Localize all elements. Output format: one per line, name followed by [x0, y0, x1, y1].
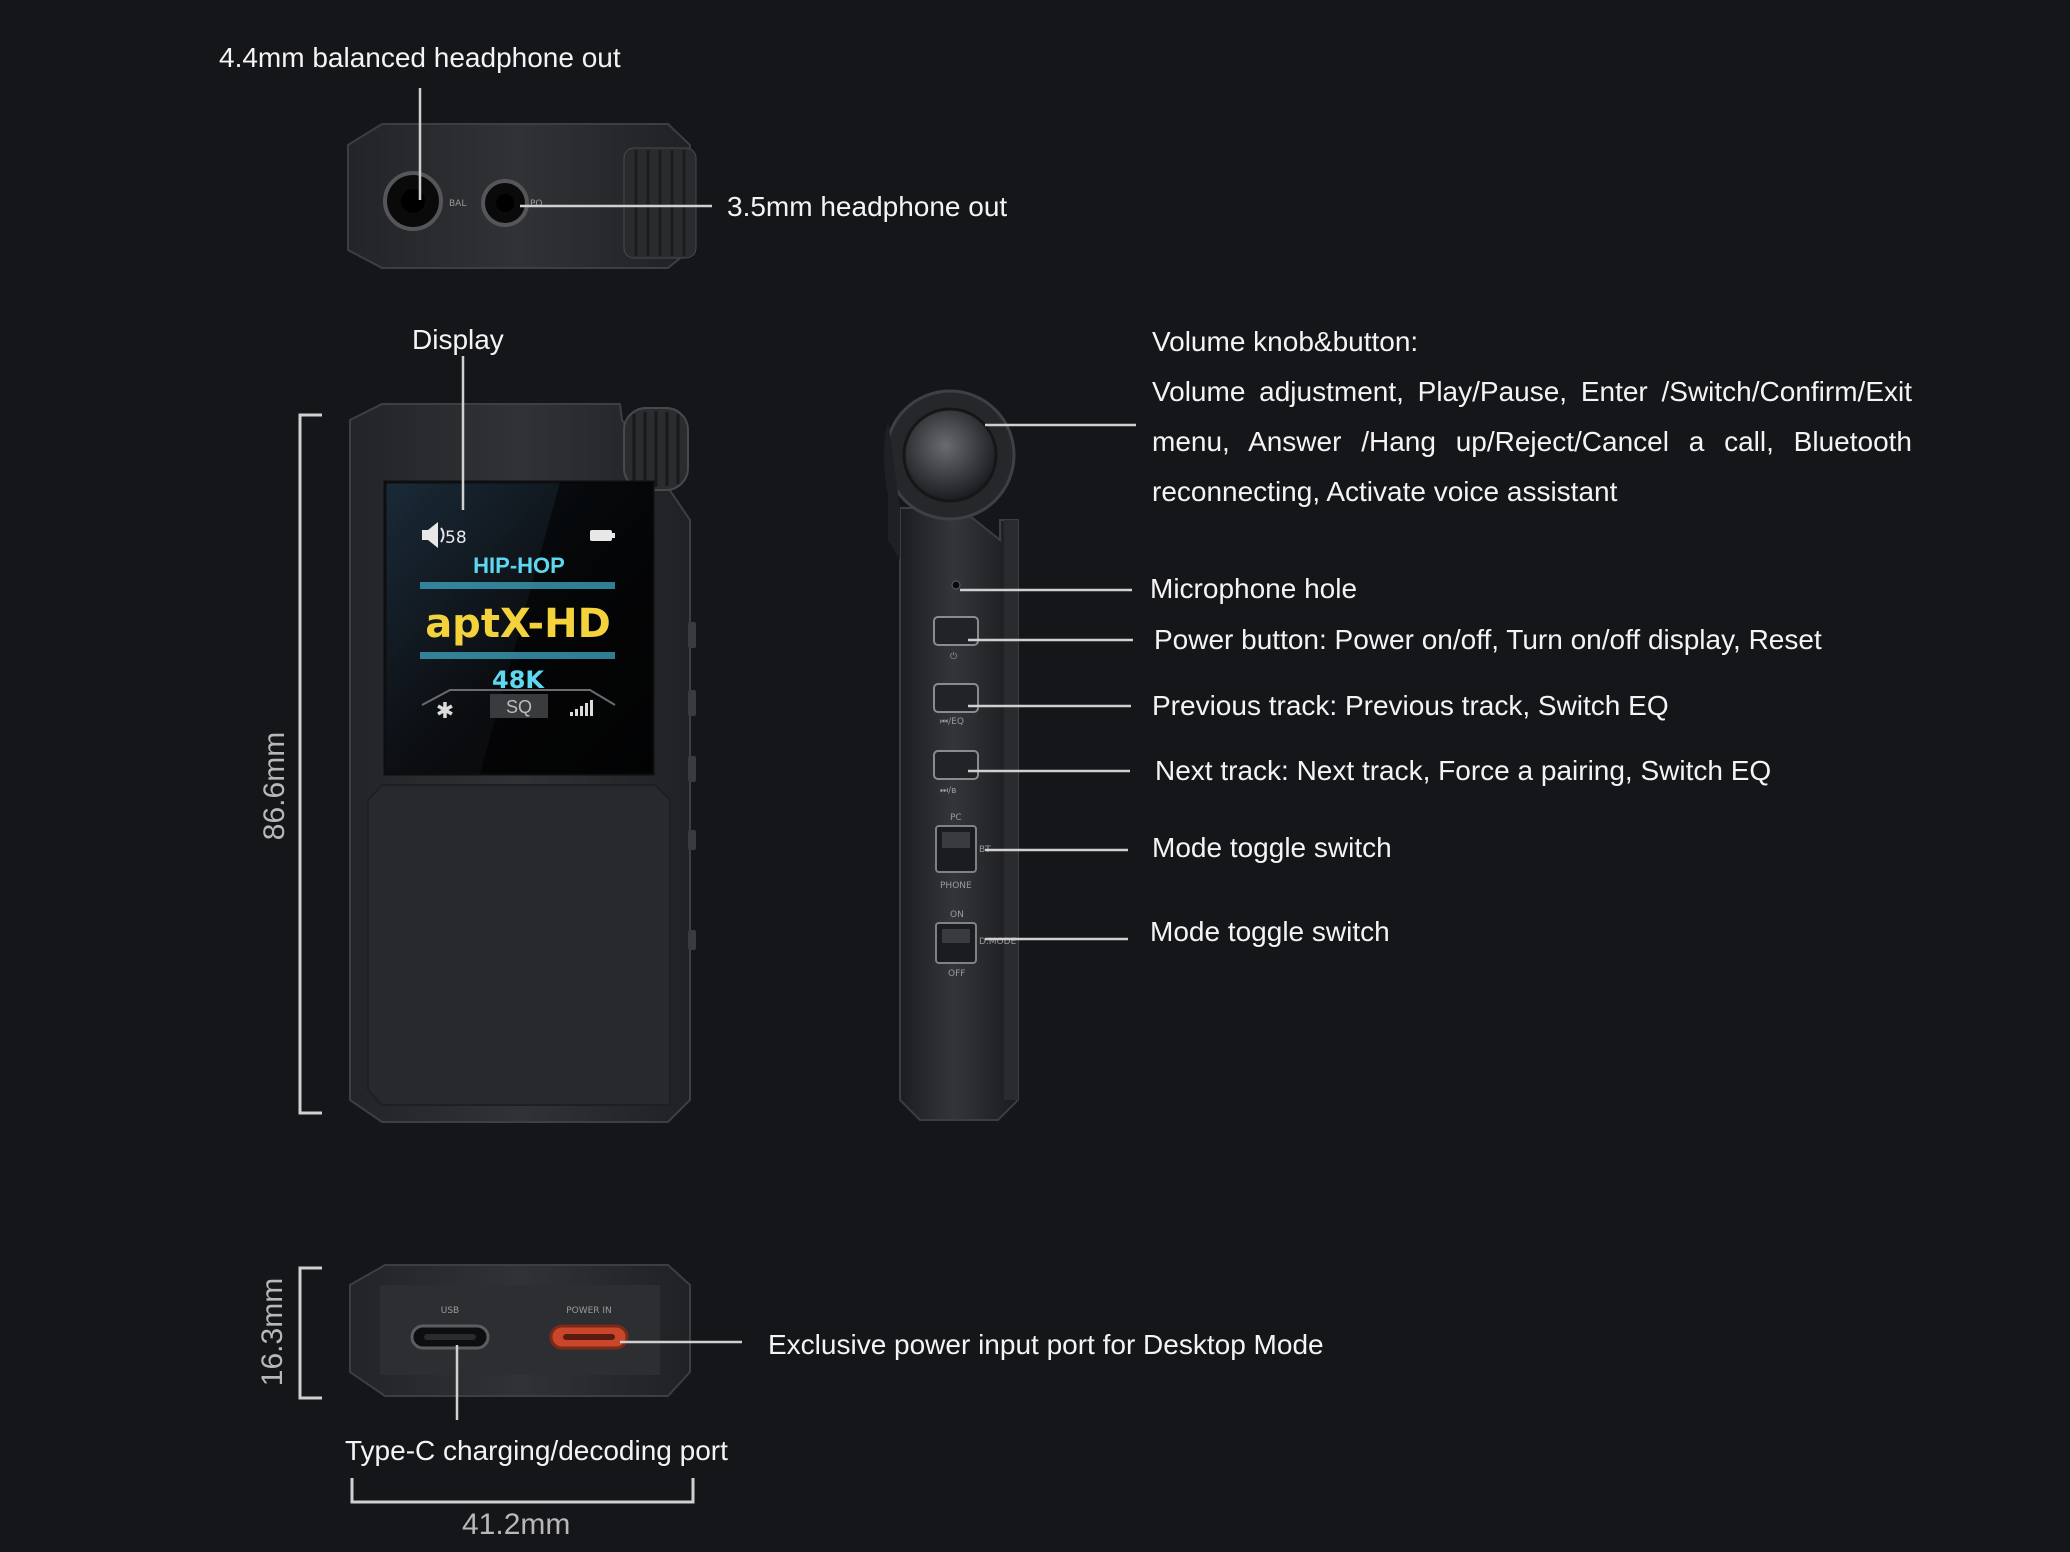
prev-eq-marking: ⏮/EQ [940, 717, 964, 727]
label-mode-toggle-2: Mode toggle switch [1150, 916, 1390, 947]
width-bracket [350, 1478, 695, 1504]
battery-icon [590, 530, 615, 541]
power-in-marking: POWER IN [566, 1306, 612, 1316]
next-bt-marking: ⏭/ʙ [940, 786, 956, 796]
label-prev-track: Previous track: Previous track, Switch E… [1152, 690, 1669, 721]
signal-icon [570, 700, 593, 716]
leader-lines [418, 88, 1136, 1420]
dimension-height: 86.6mm [258, 731, 291, 841]
side-view: ⏻ ⏮/EQ ⏭/ʙ PC BT PHONE ON D.MODE OFF [884, 389, 1019, 1121]
po-marking: PO [530, 199, 543, 209]
label-next-track: Next track: Next track, Force a pairing,… [1155, 755, 1772, 786]
screen-genre: HIP-HOP [473, 553, 565, 578]
dimension-brackets [298, 413, 695, 1504]
usb-marking: USB [441, 1306, 459, 1316]
dimension-width: 41.2mm [462, 1508, 571, 1541]
side-power-button [933, 616, 979, 646]
depth-bracket [298, 1266, 322, 1400]
label-power-input: Exclusive power input port for Desktop M… [768, 1329, 1324, 1360]
height-bracket [298, 413, 322, 1115]
screen-volume: 58 [445, 528, 467, 548]
pc-marking: PC [950, 813, 962, 823]
label-power-button: Power button: Power on/off, Turn on/off … [1154, 624, 1822, 655]
volume-speaker-icon [422, 522, 445, 548]
bottom-view: USB POWER IN [349, 1264, 691, 1397]
screen-codec: aptX-HD [425, 601, 611, 647]
microphone-hole [951, 580, 961, 590]
eq-bars-top [420, 582, 615, 589]
on-marking: ON [950, 910, 964, 920]
off-marking: OFF [948, 969, 965, 979]
power-symbol-icon: ⏻ [950, 651, 957, 662]
front-view: 58 HIP-HOP aptX-HD 48K ✱ SQ [349, 403, 696, 1123]
bluetooth-icon: ✱ [436, 699, 454, 724]
phone-marking: PHONE [940, 881, 972, 891]
side-prev-button [933, 683, 979, 713]
side-next-button [933, 750, 979, 780]
front-lower-panel [367, 784, 671, 1106]
top-view: BAL PO [347, 123, 697, 269]
dimension-depth: 16.3mm [256, 1277, 289, 1387]
label-35mm-out: 3.5mm headphone out [727, 191, 1008, 222]
bal-marking: BAL [449, 199, 466, 209]
dmode-marking: D.MODE [979, 937, 1017, 947]
label-volume-desc: Volume adjustment, Play/Pause, Enter /Sw… [1152, 376, 1912, 507]
screen-quality: SQ [506, 697, 532, 717]
label-balanced-out: 4.4mm balanced headphone out [219, 42, 621, 73]
label-display: Display [412, 324, 504, 355]
eq-bars-bottom [420, 652, 615, 659]
label-mic-hole: Microphone hole [1150, 573, 1358, 604]
label-typec-port: Type-C charging/decoding port [345, 1435, 728, 1466]
label-volume-title: Volume knob&button: [1152, 326, 1419, 357]
label-mode-toggle-1: Mode toggle switch [1152, 832, 1392, 863]
